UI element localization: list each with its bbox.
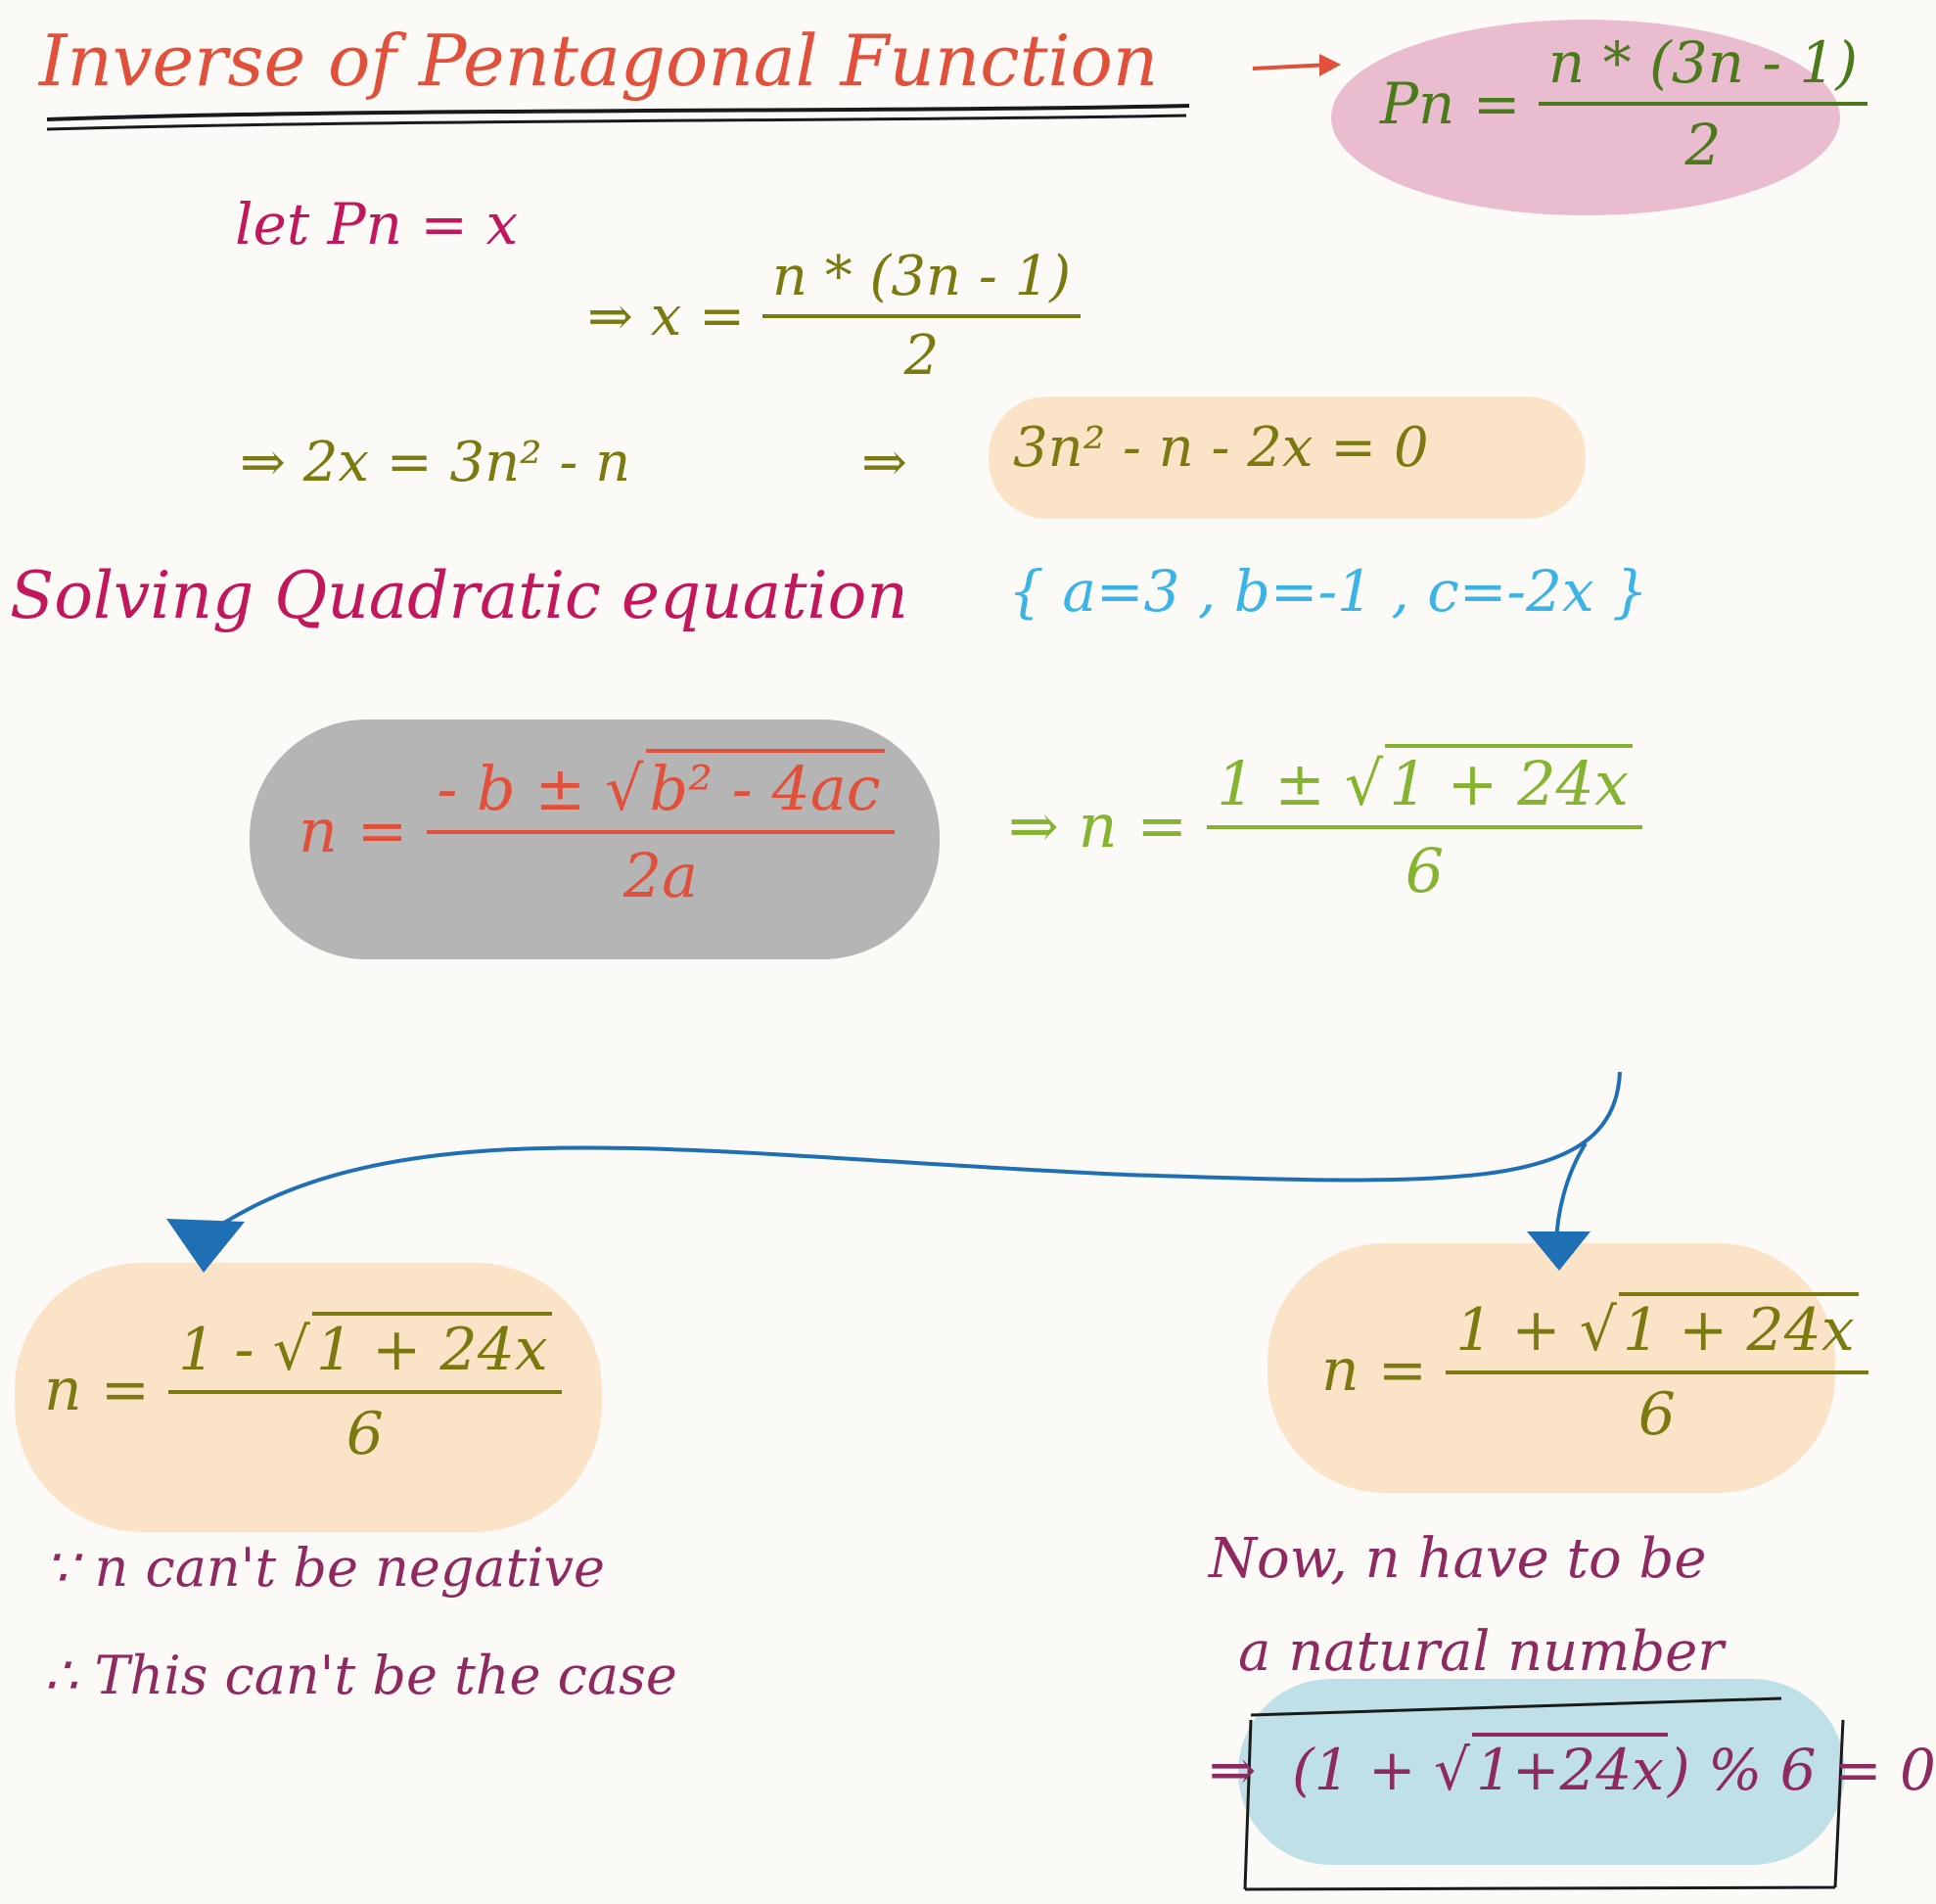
left-arrow-head bbox=[166, 1219, 245, 1273]
step-x-equals: ⇒ x = n * (3n - 1) 2 bbox=[587, 245, 1082, 388]
left-case-denominator: 6 bbox=[168, 1390, 562, 1468]
left-case-radicand: 1 + 24x bbox=[311, 1312, 552, 1384]
formula-highlight bbox=[1331, 20, 1840, 215]
right-case-formula: n = 1 + √1 + 24x 6 bbox=[1321, 1292, 1868, 1449]
right-case-denominator: 6 bbox=[1446, 1370, 1868, 1449]
quadratic-radicand: b² - 4ac bbox=[645, 749, 885, 824]
left-note-therefore: ∴ This can't be the case bbox=[44, 1645, 677, 1706]
right-case-radicand: 1 + 24x bbox=[1618, 1292, 1859, 1365]
condition-box bbox=[1243, 1696, 1845, 1891]
quadratic-num-pre: - b ± bbox=[437, 753, 586, 824]
natural-number-condition: ⇒ (1 + √1+24x) % 6 = 0 bbox=[1209, 1733, 1936, 1803]
condition-radicand: 1+24x bbox=[1472, 1733, 1669, 1803]
condition-arrow: ⇒ bbox=[1209, 1737, 1257, 1803]
title-arrow-head bbox=[1319, 54, 1341, 76]
left-case-formula: n = 1 - √1 + 24x 6 bbox=[44, 1312, 562, 1468]
step3-arrow: ⇒ bbox=[861, 431, 907, 494]
formula-lhs: Pn = bbox=[1380, 70, 1521, 137]
left-case-num-pre: 1 - bbox=[178, 1316, 254, 1384]
equation-highlight bbox=[989, 396, 1586, 519]
quadratic-denominator: 2a bbox=[427, 830, 895, 911]
step2-denominator: 2 bbox=[761, 314, 1082, 388]
right-arrow-head bbox=[1527, 1231, 1590, 1271]
title-arrow bbox=[1252, 63, 1332, 70]
diagram-lines bbox=[46, 54, 1845, 1891]
right-case-lhs: n = bbox=[1321, 1336, 1427, 1405]
pentagonal-formula: Pn = n * (3n - 1) 2 bbox=[1380, 29, 1867, 178]
result-num-pre: 1 ± bbox=[1216, 748, 1326, 819]
result-lhs: ⇒ n = bbox=[1008, 789, 1188, 861]
branch-curve bbox=[199, 1071, 1622, 1240]
title-underline-2 bbox=[46, 114, 1187, 131]
step-2x-equals: ⇒ 2x = 3n² - n bbox=[240, 431, 631, 494]
step2-numerator: n * (3n - 1) bbox=[771, 245, 1072, 308]
solving-label: Solving Quadratic equation bbox=[10, 558, 908, 633]
quadratic-formula-highlight bbox=[250, 720, 940, 959]
left-note-because: ∵ n can't be negative bbox=[44, 1537, 606, 1599]
step-let: let Pn = x bbox=[235, 191, 519, 257]
right-note-line2: a natural number bbox=[1238, 1620, 1725, 1684]
right-case-num-pre: 1 + bbox=[1455, 1296, 1561, 1365]
condition-post: ) % 6 = 0 bbox=[1668, 1737, 1936, 1803]
right-case-highlight bbox=[1268, 1243, 1835, 1493]
quadratic-formula: n = - b ± √b² - 4ac 2a bbox=[299, 749, 895, 911]
result-formula: ⇒ n = 1 ± √1 + 24x 6 bbox=[1008, 744, 1642, 906]
quadratic-lhs: n = bbox=[299, 794, 408, 866]
coefficients: { a=3 , b=-1 , c=-2x } bbox=[1008, 558, 1648, 625]
formula-denominator: 2 bbox=[1538, 102, 1867, 178]
result-denominator: 6 bbox=[1206, 825, 1642, 906]
left-case-highlight bbox=[15, 1263, 602, 1532]
title-underline bbox=[46, 104, 1190, 121]
left-case-lhs: n = bbox=[44, 1356, 150, 1424]
formula-numerator: n * (3n - 1) bbox=[1547, 29, 1858, 96]
right-note-line1: Now, n have to be bbox=[1209, 1527, 1707, 1591]
condition-highlight bbox=[1238, 1679, 1845, 1865]
condition-pre: (1 + bbox=[1292, 1737, 1416, 1803]
page-title: Inverse of Pentagonal Function bbox=[39, 20, 1159, 102]
step-quadratic-equation: 3n² - n - 2x = 0 bbox=[1013, 416, 1429, 480]
step2-lhs: ⇒ x = bbox=[587, 284, 746, 348]
result-radicand: 1 + 24x bbox=[1385, 744, 1633, 819]
